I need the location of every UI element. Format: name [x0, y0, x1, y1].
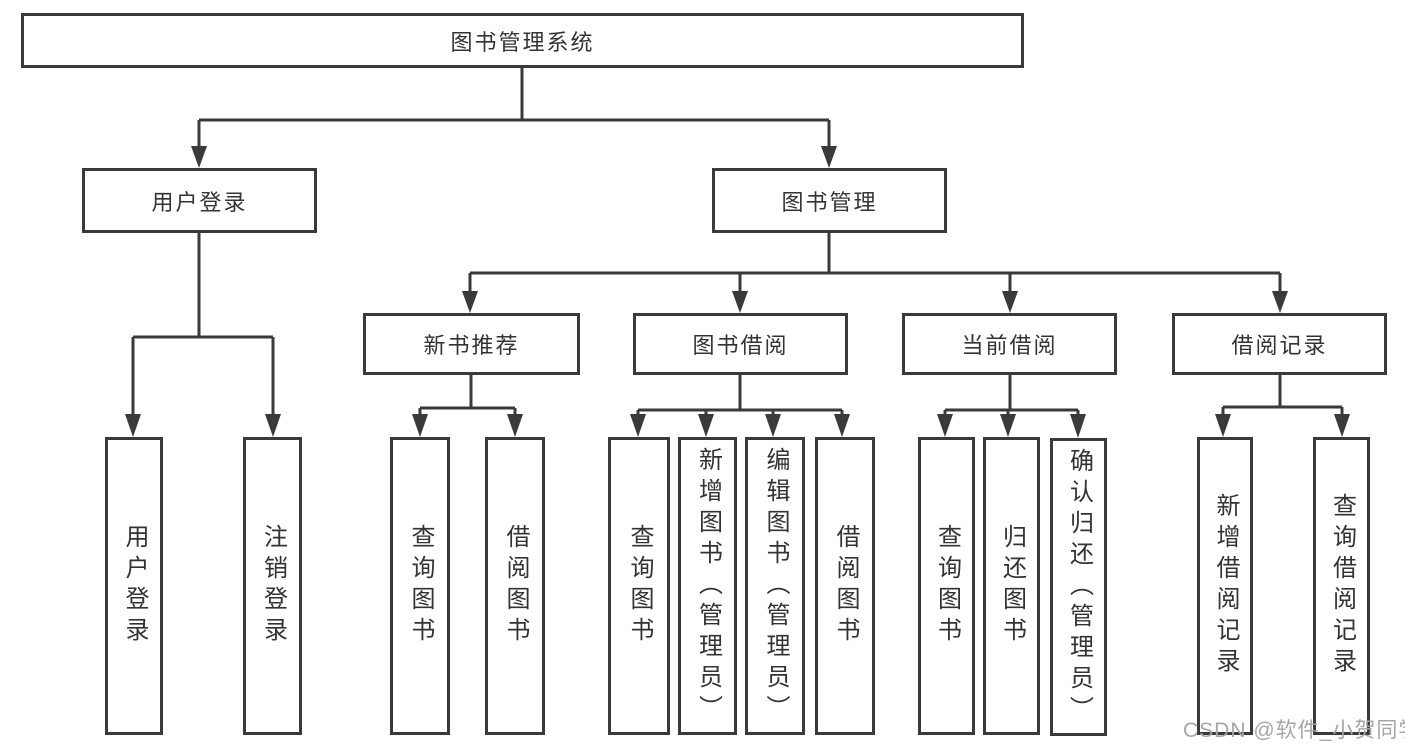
leaf-bb-query-book-label: 查询图书: [626, 524, 653, 648]
leaf-logout-label: 注销登录: [259, 524, 287, 648]
leaf-cb-query-book: 查询图书: [918, 437, 975, 735]
leaf-bb-query-book: 查询图书: [608, 437, 670, 735]
leaf-cb-query-book-label: 查询图书: [933, 524, 961, 648]
leaf-bb-borrow-book: 借阅图书: [815, 437, 875, 735]
leaf-br-query-record: 查询借阅记录: [1313, 437, 1370, 735]
node-user-login: 用户登录: [82, 168, 317, 233]
csdn-watermark: CSDN @软件_小贺同学: [1183, 719, 1405, 742]
node-new-book-recommend-label: 新书推荐: [423, 333, 520, 358]
leaf-bb-borrow-book-label: 借阅图书: [832, 524, 859, 648]
leaf-br-query-record-label: 查询借阅记录: [1328, 493, 1356, 679]
leaf-bb-edit-book-admin-label: 编辑图书（管理员）: [762, 446, 789, 726]
leaf-nbr-query-book-label: 查询图书: [407, 524, 434, 648]
node-current-borrow-label: 当前借阅: [961, 333, 1058, 358]
node-new-book-recommend: 新书推荐: [363, 313, 580, 375]
node-book-borrow: 图书借阅: [633, 313, 848, 375]
node-root: 图书管理系统: [21, 13, 1024, 68]
leaf-bb-add-book-admin-label: 新增图书（管理员）: [694, 446, 722, 726]
leaf-cb-confirm-return-admin: 确认归还（管理员）: [1050, 438, 1107, 736]
leaf-bb-add-book-admin: 新增图书（管理员）: [678, 437, 737, 735]
node-user-login-label: 用户登录: [151, 189, 248, 215]
node-book-borrow-label: 图书借阅: [692, 333, 789, 358]
leaf-bb-edit-book-admin: 编辑图书（管理员）: [745, 437, 805, 735]
leaf-br-add-record: 新增借阅记录: [1197, 437, 1253, 735]
leaf-cb-return-book-label: 归还图书: [998, 524, 1026, 648]
leaf-nbr-query-book: 查询图书: [390, 437, 450, 735]
node-book-management: 图书管理: [712, 168, 947, 233]
leaf-br-add-record-label: 新增借阅记录: [1212, 493, 1239, 679]
leaf-nbr-borrow-book: 借阅图书: [485, 437, 545, 735]
leaf-user-login-label: 用户登录: [121, 524, 148, 648]
node-book-management-label: 图书管理: [781, 189, 878, 215]
node-current-borrow: 当前借阅: [902, 313, 1117, 375]
leaf-cb-return-book: 归还图书: [983, 437, 1040, 735]
leaf-user-login: 用户登录: [105, 437, 163, 735]
node-root-label: 图书管理系统: [450, 29, 595, 55]
leaf-logout: 注销登录: [243, 437, 302, 735]
node-borrow-records: 借阅记录: [1172, 313, 1387, 375]
node-borrow-records-label: 借阅记录: [1231, 333, 1328, 358]
leaf-cb-confirm-return-admin-label: 确认归还（管理员）: [1065, 447, 1093, 727]
leaf-nbr-borrow-book-label: 借阅图书: [502, 524, 529, 648]
